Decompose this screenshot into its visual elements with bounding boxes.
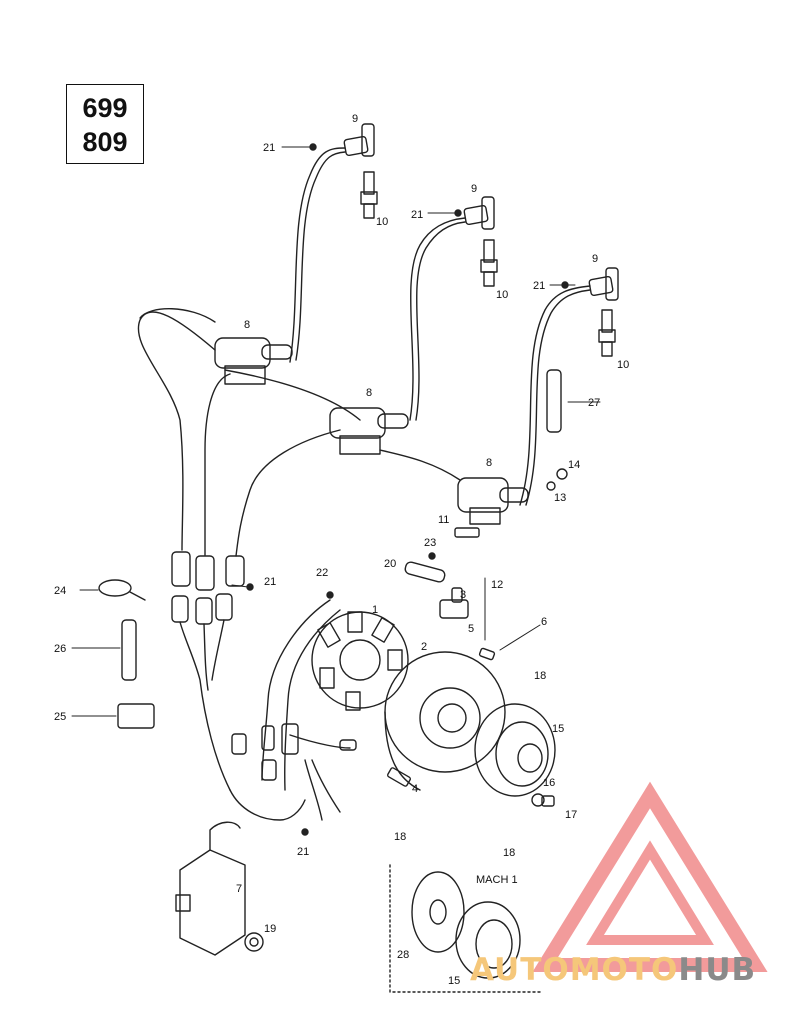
screw-11 [454,527,480,538]
callout-11: 11 [438,514,449,526]
callout-2: 2 [421,641,427,653]
callout-27: 27 [588,397,600,409]
spark-plug-2 [480,239,498,287]
harness-connectors [171,551,245,791]
callout-21a: 21 [263,142,275,154]
callout-22: 22 [316,567,328,579]
callout-25: 25 [54,711,66,723]
callout-10c: 10 [617,359,629,371]
callout-18b: 18 [394,831,406,843]
connector-housing-25 [117,703,155,729]
sealant-drops [246,143,569,836]
model-number-809: 809 [82,127,128,157]
callout-8a: 8 [244,319,250,331]
model-number-box: 699 809 [66,84,144,164]
screw-6 [478,647,496,661]
stator-harness [229,599,357,821]
callout-7: 7 [236,883,242,895]
callout-3: 3 [460,589,466,601]
callout-labels: 1 2 3 4 5 6 7 8 8 8 9 9 9 10 10 10 11 12… [54,113,629,987]
callout-13: 13 [554,492,566,504]
inset-label-mach1: MACH 1 [476,874,518,886]
callout-9a: 9 [352,113,358,125]
spark-plug-cap-1 [343,123,375,157]
callout-16: 16 [543,777,555,789]
callout-21d: 21 [264,576,276,588]
nut-19 [244,932,264,952]
callout-8b: 8 [366,387,372,399]
callout-10a: 10 [376,216,388,228]
spark-plug-1 [360,171,378,219]
stator [311,611,409,711]
callout-20: 20 [384,558,396,570]
callout-5: 5 [468,623,474,635]
magneto-housing [384,651,506,791]
callout-6: 6 [541,616,547,628]
coil-primary-harness [137,308,461,557]
screw-4 [387,767,411,787]
trigger-coil [439,587,469,619]
sleeve-27 [546,369,562,433]
ignition-coil-1 [214,337,293,385]
callout-21e: 21 [297,846,309,858]
callout-14: 14 [568,459,580,471]
callout-9c: 9 [592,253,598,265]
ignition-coil-2 [329,407,409,455]
washer-16-nut-17 [531,793,555,807]
flywheel [474,703,556,797]
callout-10b: 10 [496,289,508,301]
callout-19: 19 [264,923,276,935]
electronic-module [175,821,246,956]
mach1-inset [389,864,541,993]
nut-14-washer-13 [546,468,568,491]
callout-18c: 18 [503,847,515,859]
callout-9b: 9 [471,183,477,195]
callout-21b: 21 [411,209,423,221]
callout-12: 12 [491,579,503,591]
callout-1: 1 [372,604,378,616]
high-tension-wire-2 [409,217,466,421]
callout-15b: 15 [448,975,460,987]
ignition-coil-3 [457,477,529,525]
callout-18a: 18 [534,670,546,682]
callout-17: 17 [565,809,577,821]
watermark-logo [532,781,768,972]
callout-26: 26 [54,643,66,655]
spark-plug-cap-3 [588,267,619,301]
callout-4: 4 [412,783,418,795]
sleeve-26 [121,619,137,681]
watermark-text-part1: AUTOMOTO [470,952,679,988]
callout-24: 24 [54,585,66,597]
spark-plug-3 [598,309,616,357]
callout-8c: 8 [486,457,492,469]
spark-plug-cap-2 [463,196,495,230]
high-tension-wire-1 [289,147,346,363]
callout-21c: 21 [533,280,545,292]
high-tension-wire-3 [519,285,591,506]
watermark-text: AUTOMOTOHUB [470,952,800,992]
callout-15a: 15 [552,723,564,735]
sleeve-20 [404,561,446,583]
callout-23: 23 [424,537,436,549]
model-number-699: 699 [82,93,128,123]
watermark-text-part2: HUB [678,952,757,988]
leader-lines [71,146,601,717]
callout-28: 28 [397,949,409,961]
cable-tie-24 [98,579,146,601]
